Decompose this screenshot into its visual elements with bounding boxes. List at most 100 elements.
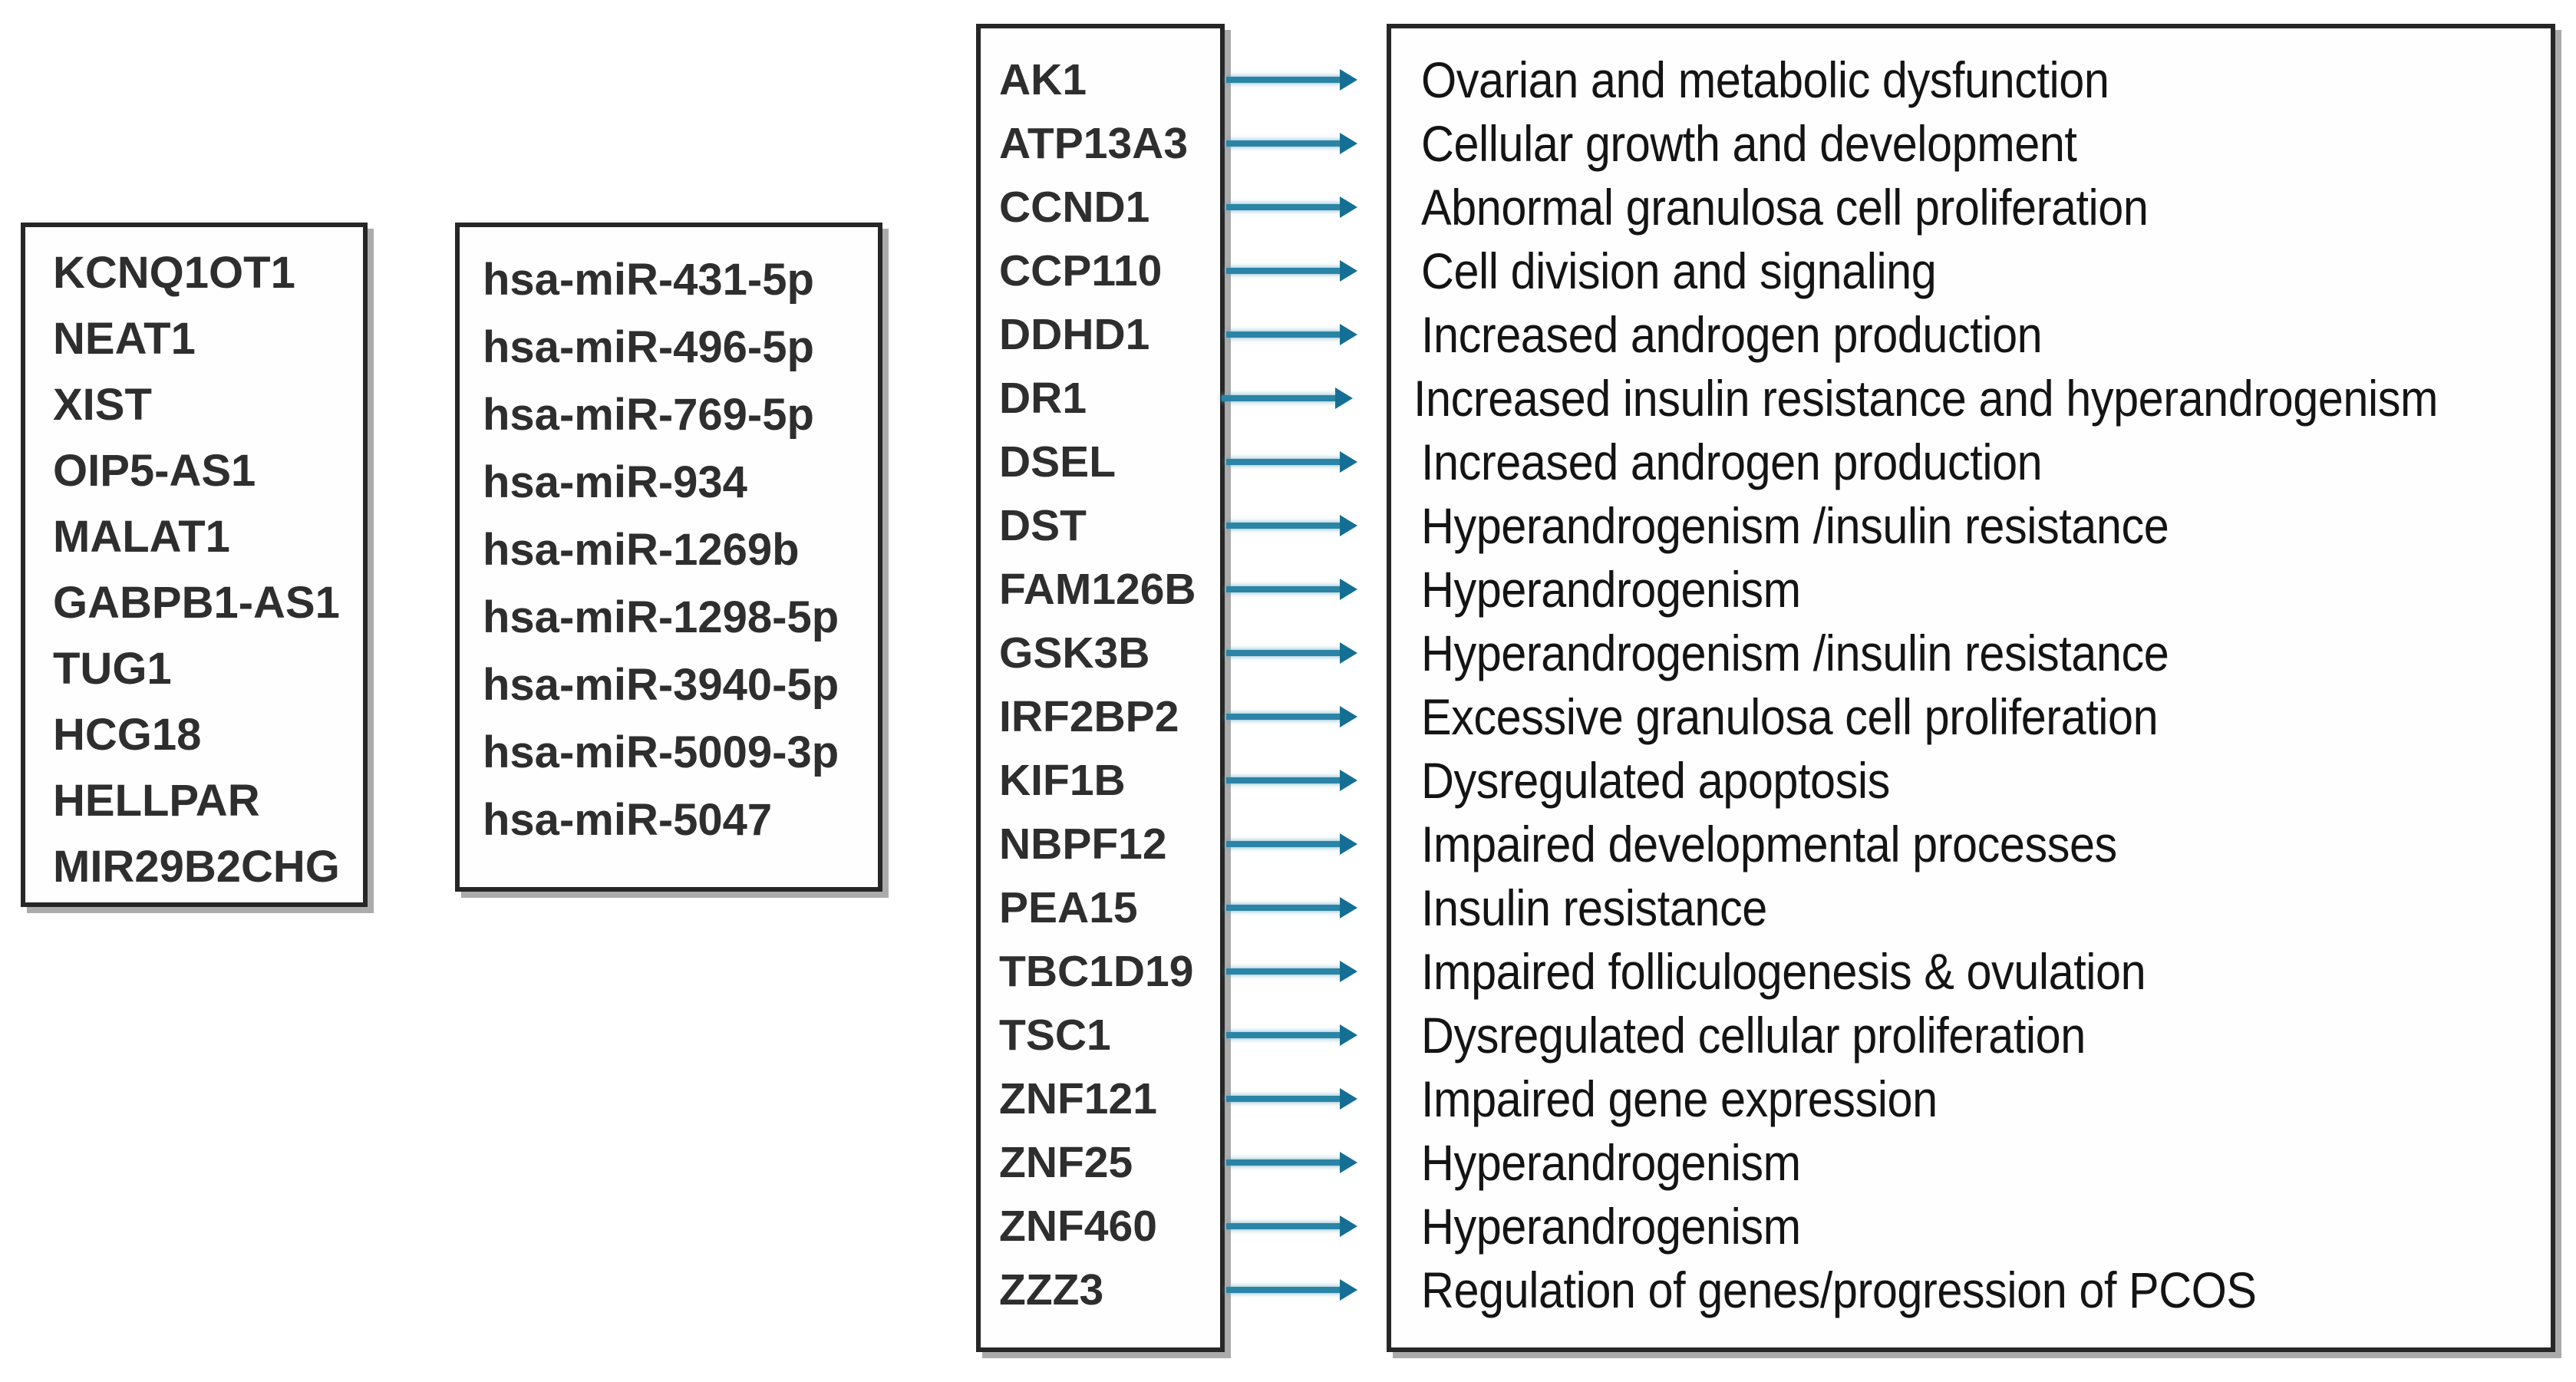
- arrowhead-icon: [1340, 259, 1357, 282]
- arrow-right-icon: [1225, 430, 1387, 493]
- gene-function-row: ZNF460 Hyperandrogenism: [976, 1194, 2555, 1258]
- function-label: Dysregulated cellular proliferation: [1421, 1006, 2086, 1064]
- mirna-label: hsa-miR-1269b: [483, 524, 800, 575]
- function-label: Hyperandrogenism /insulin resistance: [1421, 624, 2169, 681]
- arrow-line: [1226, 1095, 1343, 1102]
- arrow-line: [1221, 394, 1338, 401]
- arrow-right-icon: [1225, 175, 1387, 239]
- arrow-line: [1226, 904, 1343, 911]
- gene-label: NBPF12: [999, 819, 1167, 869]
- arrowhead-icon: [1340, 833, 1357, 855]
- function-label: Hyperandrogenism: [1421, 1197, 1801, 1255]
- arrow-right-icon: [1225, 1258, 1387, 1321]
- arrowhead-icon: [1340, 1024, 1357, 1046]
- gene-function-row: ATP13A3 Cellular growth and development: [976, 111, 2555, 175]
- arrowhead-icon: [1340, 1087, 1357, 1110]
- arrow-right-icon: [1225, 876, 1387, 939]
- arrowhead-icon: [1340, 196, 1357, 218]
- lncrna-label: NEAT1: [53, 313, 196, 364]
- function-label: Hyperandrogenism /insulin resistance: [1421, 496, 2169, 554]
- lncrna-list: KCNQ1OT1 NEAT1 XIST OIP5-AS1 MALAT1 GABP…: [25, 227, 363, 899]
- arrow-line: [1226, 140, 1343, 147]
- arrow-right-icon: [1225, 1067, 1387, 1130]
- arrow-right-icon: [1225, 684, 1387, 748]
- mirna-label: hsa-miR-3940-5p: [483, 659, 839, 710]
- arrow-line: [1226, 713, 1343, 720]
- function-label: Regulation of genes/progression of PCOS: [1421, 1261, 2257, 1318]
- gene-label: ZNF121: [999, 1074, 1157, 1123]
- arrow-line: [1226, 1031, 1343, 1038]
- mirna-box: hsa-miR-431-5p hsa-miR-496-5p hsa-miR-76…: [455, 223, 882, 892]
- gene-function-row: GSK3B Hyperandrogenism /insulin resistan…: [976, 621, 2555, 684]
- function-label: Increased androgen production: [1421, 433, 2043, 490]
- arrowhead-icon: [1340, 960, 1357, 982]
- gene-label: FAM126B: [999, 564, 1196, 614]
- arrow-line: [1226, 1286, 1343, 1293]
- arrow-line: [1226, 649, 1343, 656]
- gene-function-row: CCP110 Cell division and signaling: [976, 239, 2555, 302]
- gene-function-row: ZNF25 Hyperandrogenism: [976, 1130, 2555, 1194]
- mirna-label: hsa-miR-1298-5p: [483, 592, 839, 642]
- arrow-right-icon: [1225, 48, 1387, 111]
- gene-function-row: DSEL Increased androgen production: [976, 430, 2555, 493]
- gene-function-rows: AK1 Ovarian and metabolic dysfunction AT…: [976, 24, 2555, 1352]
- lncrna-label: HCG18: [53, 709, 202, 760]
- function-label: Impaired developmental processes: [1421, 815, 2117, 872]
- gene-label: DST: [999, 500, 1087, 550]
- arrowhead-icon: [1340, 1151, 1357, 1173]
- arrowhead-icon: [1340, 323, 1357, 345]
- gene-function-row: DDHD1 Increased androgen production: [976, 302, 2555, 366]
- arrow-line: [1226, 76, 1343, 83]
- gene-function-row: KIF1B Dysregulated apoptosis: [976, 748, 2555, 812]
- lncrna-label: GABPB1-AS1: [53, 577, 340, 628]
- gene-label: ZNF25: [999, 1137, 1133, 1187]
- arrow-line: [1226, 1222, 1343, 1229]
- gene-function-row: TSC1 Dysregulated cellular proliferation: [976, 1003, 2555, 1067]
- arrow-right-icon: [1225, 939, 1387, 1003]
- mirna-label: hsa-miR-431-5p: [483, 254, 814, 305]
- arrow-line: [1226, 331, 1343, 338]
- gene-label: ATP13A3: [999, 118, 1189, 168]
- function-label: Abnormal granulosa cell proliferation: [1421, 178, 2149, 236]
- arrow-right-icon: [1220, 366, 1379, 430]
- function-label: Cell division and signaling: [1421, 242, 1937, 299]
- gene-label: CCND1: [999, 182, 1150, 232]
- arrow-right-icon: [1225, 493, 1387, 557]
- gene-function-row: FAM126B Hyperandrogenism: [976, 557, 2555, 621]
- arrow-right-icon: [1225, 239, 1387, 302]
- arrow-right-icon: [1225, 557, 1387, 621]
- lncrna-label: MALAT1: [53, 511, 230, 562]
- arrowhead-icon: [1340, 578, 1357, 600]
- arrow-right-icon: [1225, 1003, 1387, 1067]
- gene-label: IRF2BP2: [999, 691, 1179, 741]
- arrowhead-icon: [1340, 68, 1357, 91]
- function-label: Insulin resistance: [1421, 879, 1767, 936]
- arrow-line: [1226, 203, 1343, 210]
- lncrna-label: TUG1: [53, 643, 172, 694]
- arrow-line: [1226, 840, 1343, 847]
- mirna-label: hsa-miR-5009-3p: [483, 727, 839, 777]
- mirna-label: hsa-miR-5047: [483, 794, 773, 845]
- lncrna-label: OIP5-AS1: [53, 445, 256, 496]
- arrow-right-icon: [1225, 111, 1387, 175]
- gene-function-row: IRF2BP2 Excessive granulosa cell prolife…: [976, 684, 2555, 748]
- function-label: Impaired folliculogenesis & ovulation: [1421, 942, 2146, 1000]
- arrowhead-icon: [1340, 896, 1357, 919]
- lncrna-label: XIST: [53, 379, 152, 430]
- lncrna-label: KCNQ1OT1: [53, 247, 295, 298]
- arrowhead-icon: [1334, 387, 1353, 409]
- gene-function-row: DST Hyperandrogenism /insulin resistance: [976, 493, 2555, 557]
- gene-function-row: ZNF121 Impaired gene expression: [976, 1067, 2555, 1130]
- gene-function-row: CCND1 Abnormal granulosa cell proliferat…: [976, 175, 2555, 239]
- arrow-right-icon: [1225, 1194, 1387, 1258]
- arrow-line: [1226, 777, 1343, 783]
- gene-box: [976, 24, 1225, 1352]
- mirna-list: hsa-miR-431-5p hsa-miR-496-5p hsa-miR-76…: [460, 227, 878, 853]
- function-label: Ovarian and metabolic dysfunction: [1421, 51, 2109, 108]
- arrowhead-icon: [1340, 705, 1357, 727]
- arrow-line: [1226, 1159, 1343, 1166]
- gene-label: CCP110: [999, 246, 1163, 295]
- gene-function-row: PEA15 Insulin resistance: [976, 876, 2555, 939]
- gene-function-row: DR1 Increased insulin resistance and hyp…: [976, 366, 2555, 430]
